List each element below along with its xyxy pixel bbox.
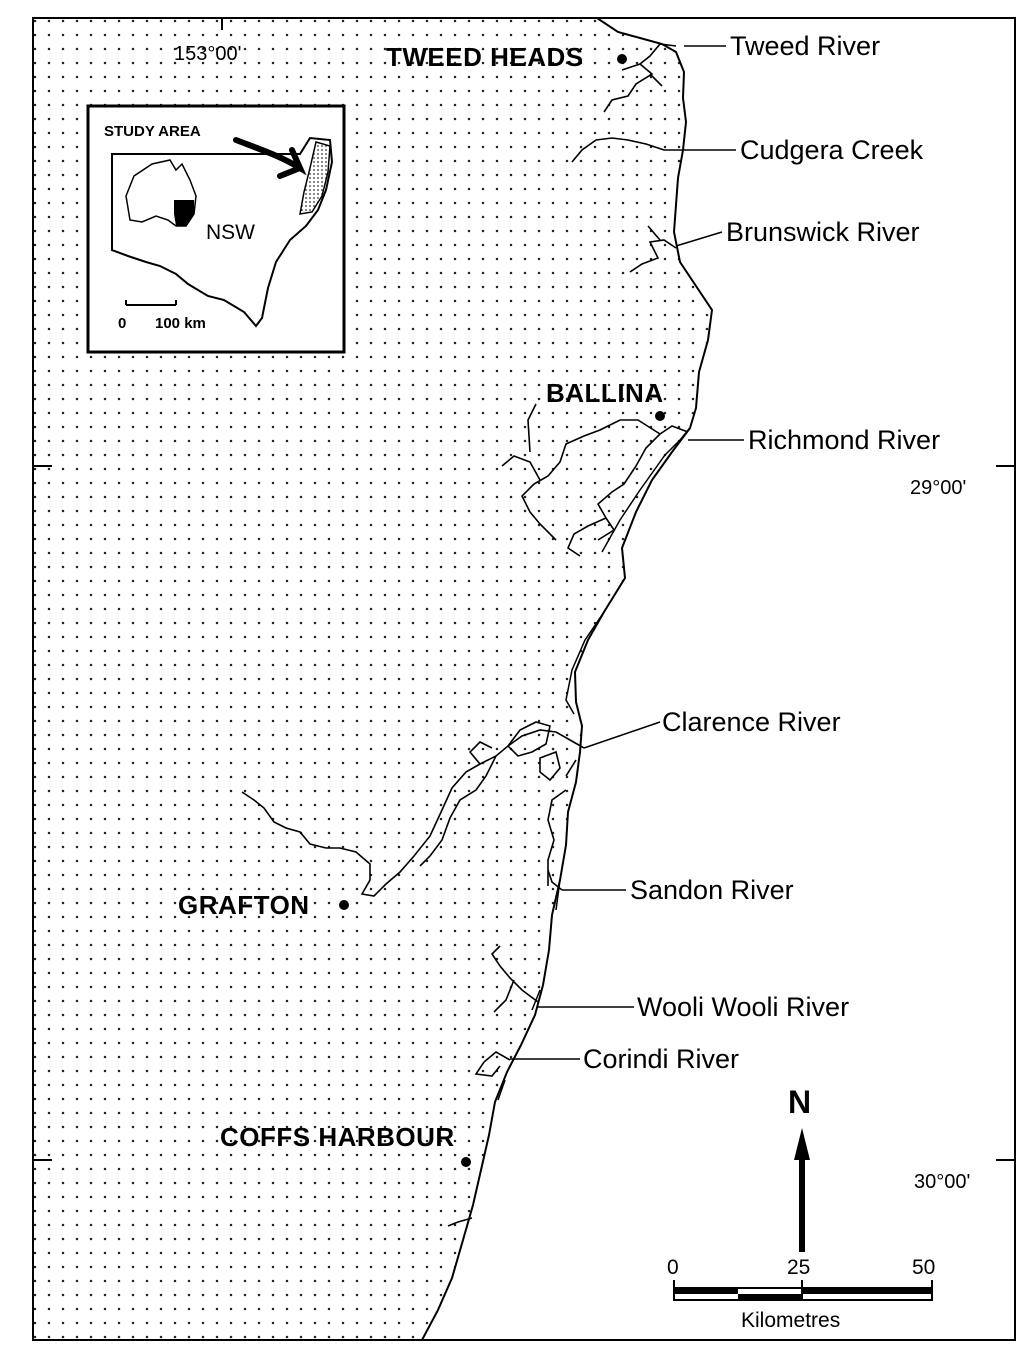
scale-tick-0: 0 xyxy=(667,1256,679,1279)
inset-scale-zero: 0 xyxy=(118,315,127,332)
town-grafton: GRAFTON xyxy=(178,890,310,920)
inset-study-area xyxy=(299,141,331,215)
town-ballina: BALLINA xyxy=(546,378,664,408)
label-corindi-river: Corindi River xyxy=(583,1044,740,1074)
map-frame xyxy=(32,17,1016,1341)
label-clarence-river: Clarence River xyxy=(662,707,841,737)
tweed-heads-marker xyxy=(617,54,627,64)
north-arrow xyxy=(794,1128,810,1252)
inset-arrow xyxy=(233,137,307,179)
leader-lines xyxy=(510,45,744,1060)
inset-scale-label: 100 km xyxy=(155,315,206,332)
sandon-river xyxy=(547,869,563,891)
grafton-marker xyxy=(339,900,349,910)
latitude-29-label: 29°00' xyxy=(910,477,967,499)
inset-australia-nsw xyxy=(174,200,194,226)
coastline-detail xyxy=(497,427,691,1101)
label-tweed-river: Tweed River xyxy=(730,31,881,61)
scale-bar xyxy=(673,1280,933,1301)
ballina-marker xyxy=(655,411,665,421)
inset-map xyxy=(86,104,346,354)
label-cudgera-creek: Cudgera Creek xyxy=(740,135,924,165)
clarence-river xyxy=(241,729,585,897)
scale-unit-label: Kilometres xyxy=(741,1309,841,1332)
brunswick-river xyxy=(629,225,677,273)
north-arrow-label: N xyxy=(788,1084,812,1120)
coffs-creek xyxy=(447,1217,473,1227)
clarence-lake xyxy=(539,750,561,782)
label-brunswick-river: Brunswick River xyxy=(726,217,920,247)
inset-study-area-label: STUDY AREA xyxy=(104,123,201,140)
scale-tick-50: 50 xyxy=(912,1256,936,1279)
wooli-wooli-river xyxy=(490,945,539,1013)
tweed-river xyxy=(603,43,677,113)
town-coffs-harbour: COFFS HARBOUR xyxy=(220,1122,455,1152)
town-tweed-heads: TWEED HEADS xyxy=(386,42,584,72)
cudgera-creek xyxy=(571,137,682,163)
town-markers xyxy=(339,54,665,1167)
scale-tick-25: 25 xyxy=(787,1256,811,1279)
latitude-30-label: 30°00' xyxy=(914,1171,971,1193)
label-wooli-wooli-river: Wooli Wooli River xyxy=(637,992,850,1022)
coffs-harbour-marker xyxy=(461,1157,471,1167)
clarence-river-north-arm xyxy=(419,741,497,867)
river-network xyxy=(241,43,689,1227)
clarence-river-island xyxy=(506,721,551,757)
label-sandon-river: Sandon River xyxy=(630,875,794,905)
label-richmond-river: Richmond River xyxy=(748,425,941,455)
longitude-label: 153°00' xyxy=(174,43,242,65)
clarence-branch xyxy=(547,759,577,886)
corindi-river xyxy=(474,1051,511,1077)
inset-nsw-label: NSW xyxy=(206,221,255,244)
richmond-river xyxy=(501,403,689,557)
